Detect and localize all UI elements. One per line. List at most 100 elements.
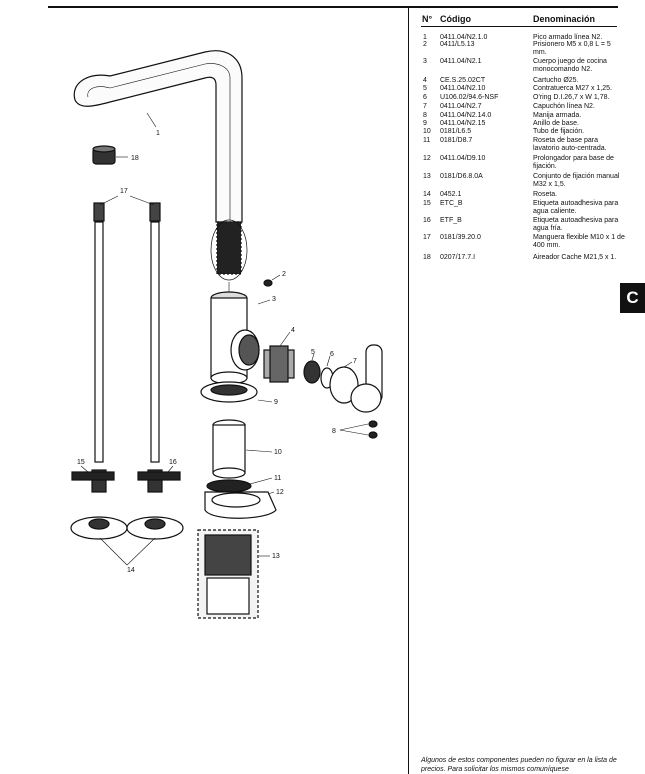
handle-screw-b xyxy=(368,431,378,439)
rosette-left xyxy=(70,516,128,540)
row-number: 8 xyxy=(423,112,427,119)
rosette-right xyxy=(126,516,184,540)
row-number: 14 xyxy=(423,191,431,198)
column-header-code: Código xyxy=(440,14,471,24)
spout-part xyxy=(73,50,248,296)
manual-fixing-set-part xyxy=(197,529,259,619)
cold-water-sticker xyxy=(137,471,181,481)
row-name: Pico armado línea N2. xyxy=(533,34,603,41)
row-code: 0411.04/N2.1 xyxy=(440,58,482,65)
row-code: CE.S.25.02CT xyxy=(440,77,486,84)
row-number: 7 xyxy=(423,103,427,110)
label-16: 16 xyxy=(169,459,177,466)
row-code: ETC_B xyxy=(440,200,463,207)
row-name: Etiqueta autoadhesiva para agua fría. xyxy=(533,217,619,233)
row-code: ETF_B xyxy=(440,217,462,224)
flexible-hose-right xyxy=(147,202,163,493)
row-number: 18 xyxy=(423,254,431,261)
label-4: 4 xyxy=(291,327,295,334)
column-header-name: Denominación xyxy=(533,14,596,24)
base-rosette-part xyxy=(206,479,252,493)
set-screw-part xyxy=(263,279,273,287)
row-number: 15 xyxy=(423,200,431,207)
label-9: 9 xyxy=(274,399,278,406)
label-11: 11 xyxy=(274,475,281,482)
row-name: Roseta de base para lavatorio auto-centr… xyxy=(533,137,607,153)
cartridge-part xyxy=(263,345,295,383)
row-name: Contratuerca M27 x 1,25. xyxy=(533,85,612,92)
leader-lines xyxy=(80,112,369,566)
row-number: 2 xyxy=(423,41,427,48)
row-number: 16 xyxy=(423,217,431,224)
label-7: 7 xyxy=(353,358,357,365)
row-number: 17 xyxy=(423,234,431,241)
row-number: 10 xyxy=(423,128,431,135)
row-name: Manija armada. xyxy=(533,112,582,119)
row-code: 0181/39.20.0 xyxy=(440,234,481,241)
row-number: 3 xyxy=(423,58,427,65)
part-number-labels: 1 2 3 4 5 6 7 8 9 10 11 12 13 14 15 16 1… xyxy=(77,130,357,574)
column-header-number: N° xyxy=(422,14,433,24)
label-2: 2 xyxy=(282,271,286,278)
row-name: Cuerpo juego de cocina monocomando N2. xyxy=(533,58,607,74)
row-name: Prisionero M5 x 0,8 L = 5 mm. xyxy=(533,41,611,57)
row-number: 1 xyxy=(423,34,427,41)
label-5: 5 xyxy=(311,349,315,356)
row-name: Capuchón línea N2. xyxy=(533,103,595,110)
label-8: 8 xyxy=(332,428,336,435)
row-number: 12 xyxy=(423,155,431,162)
body-part xyxy=(210,291,260,385)
row-name: Anillo de base. xyxy=(533,120,579,127)
label-17: 17 xyxy=(120,188,128,195)
label-1: 1 xyxy=(156,130,160,137)
row-code: 0411.04/N2.1.0 xyxy=(440,34,488,41)
row-number: 9 xyxy=(423,120,427,127)
flexible-hose-left xyxy=(91,202,107,493)
row-code: 0411.04/D9.10 xyxy=(440,155,486,162)
header-rule xyxy=(421,26,617,27)
row-code: 0411.04/N2.10 xyxy=(440,85,486,92)
section-tab: C xyxy=(620,283,645,313)
label-3: 3 xyxy=(272,296,276,303)
row-name: Prolongador para base de fijación. xyxy=(533,155,614,171)
label-13: 13 xyxy=(272,553,280,560)
row-name: Tubo de fijación. xyxy=(533,128,585,135)
row-number: 4 xyxy=(423,77,427,84)
row-name: Roseta. xyxy=(533,191,558,198)
row-code: 0411/L5.13 xyxy=(440,41,475,48)
handle-part xyxy=(350,344,383,413)
row-name: Aireador Cache M21,5 x 1. xyxy=(533,254,617,261)
row-code: 0411.04/N2.7 xyxy=(440,103,482,110)
row-code: 0411.04/N2.14.0 xyxy=(440,112,492,119)
footnote: Algunos de estos componentes pueden no f… xyxy=(421,757,617,773)
base-ring-part xyxy=(200,381,258,403)
row-code: U106.02/94.6-NSF xyxy=(440,94,499,101)
row-number: 13 xyxy=(423,173,431,180)
label-10: 10 xyxy=(274,449,282,456)
row-name: Manguera flexible M10 x 1 de 400 mm. xyxy=(533,234,625,250)
aerator-part xyxy=(92,145,116,165)
row-code: 0181/D6.8.0A xyxy=(440,173,483,180)
row-number: 6 xyxy=(423,94,427,101)
row-code: 0411.04/N2.15 xyxy=(440,120,486,127)
exploded-parts-diagram: 1 2 3 4 5 6 7 8 9 10 11 12 13 14 15 16 1… xyxy=(70,50,383,619)
label-14: 14 xyxy=(127,567,135,574)
row-number: 11 xyxy=(423,137,431,144)
handle-screw-a xyxy=(368,420,378,428)
row-name: Cartucho Ø25. xyxy=(533,77,579,84)
row-code: 0207/17.7.I xyxy=(440,254,476,261)
row-name: Etiqueta autoadhesiva para agua caliente… xyxy=(533,200,619,216)
row-name: Conjunto de fijación manual M32 x 1,5. xyxy=(533,173,620,189)
label-15: 15 xyxy=(77,459,85,466)
hot-water-sticker xyxy=(71,471,115,481)
row-code: 0181/D8.7 xyxy=(440,137,473,144)
row-code: 0181/L6.5 xyxy=(440,128,472,135)
extension-part xyxy=(204,491,277,519)
row-number: 5 xyxy=(423,85,427,92)
fixing-tube-part xyxy=(212,419,246,479)
locknut-part xyxy=(303,360,321,384)
label-12: 12 xyxy=(276,489,284,496)
row-code: 0452.1 xyxy=(440,191,462,198)
label-18: 18 xyxy=(131,155,139,162)
top-rule xyxy=(48,6,618,8)
